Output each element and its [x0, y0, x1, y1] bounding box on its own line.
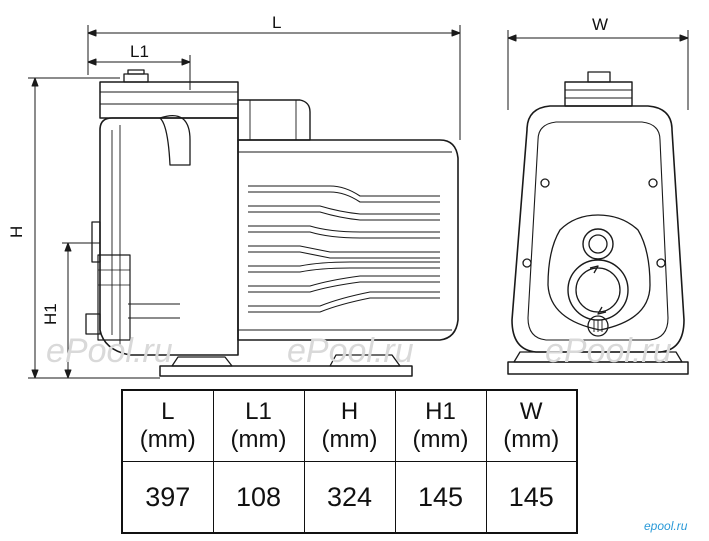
pump-side-view	[85, 69, 459, 377]
column-unit: (mm)	[503, 426, 560, 453]
watermark-right: ePool.ru	[545, 332, 672, 370]
column-unit: (mm)	[412, 426, 469, 453]
watermark-corner: epool.ru	[644, 519, 688, 533]
table-value-row: 397 108 324 145 145	[121, 461, 578, 534]
value-h: 324	[303, 461, 396, 534]
value-l1: 108	[212, 461, 305, 534]
value-h1: 145	[394, 461, 487, 534]
dimension-label-w: W	[592, 15, 608, 34]
column-unit: (mm)	[230, 426, 287, 453]
table-header-cell: H(mm)	[303, 389, 396, 462]
value-l: 397	[121, 461, 214, 534]
motor-fins	[248, 185, 440, 313]
table-header-cell: L(mm)	[121, 389, 214, 462]
dimension-label-h1: H1	[41, 303, 60, 325]
column-name: L1	[245, 398, 272, 425]
watermark-left: ePool.ru	[46, 332, 173, 370]
column-name: H	[340, 398, 359, 425]
dimension-label-l1: L1	[130, 42, 149, 61]
dimension-label-h: H	[7, 226, 26, 238]
column-name: W	[519, 398, 543, 425]
pump-front-view	[507, 71, 689, 375]
table-header-cell: L1(mm)	[212, 389, 305, 462]
dimensions-table: L(mm) L1(mm) H(mm) H1(mm) W(mm) 397 108 …	[121, 389, 578, 534]
dimension-lines	[28, 25, 689, 379]
column-name: L	[161, 398, 175, 425]
table-header-cell: W(mm)	[485, 389, 578, 462]
column-name: H1	[425, 398, 456, 425]
table-header-cell: H1(mm)	[394, 389, 487, 462]
column-unit: (mm)	[321, 426, 378, 453]
value-w: 145	[485, 461, 578, 534]
watermark-center: ePool.ru	[287, 332, 414, 370]
table-header-row: L(mm) L1(mm) H(mm) H1(mm) W(mm)	[121, 389, 578, 462]
dimension-label-l: L	[272, 13, 281, 32]
column-unit: (mm)	[139, 426, 196, 453]
